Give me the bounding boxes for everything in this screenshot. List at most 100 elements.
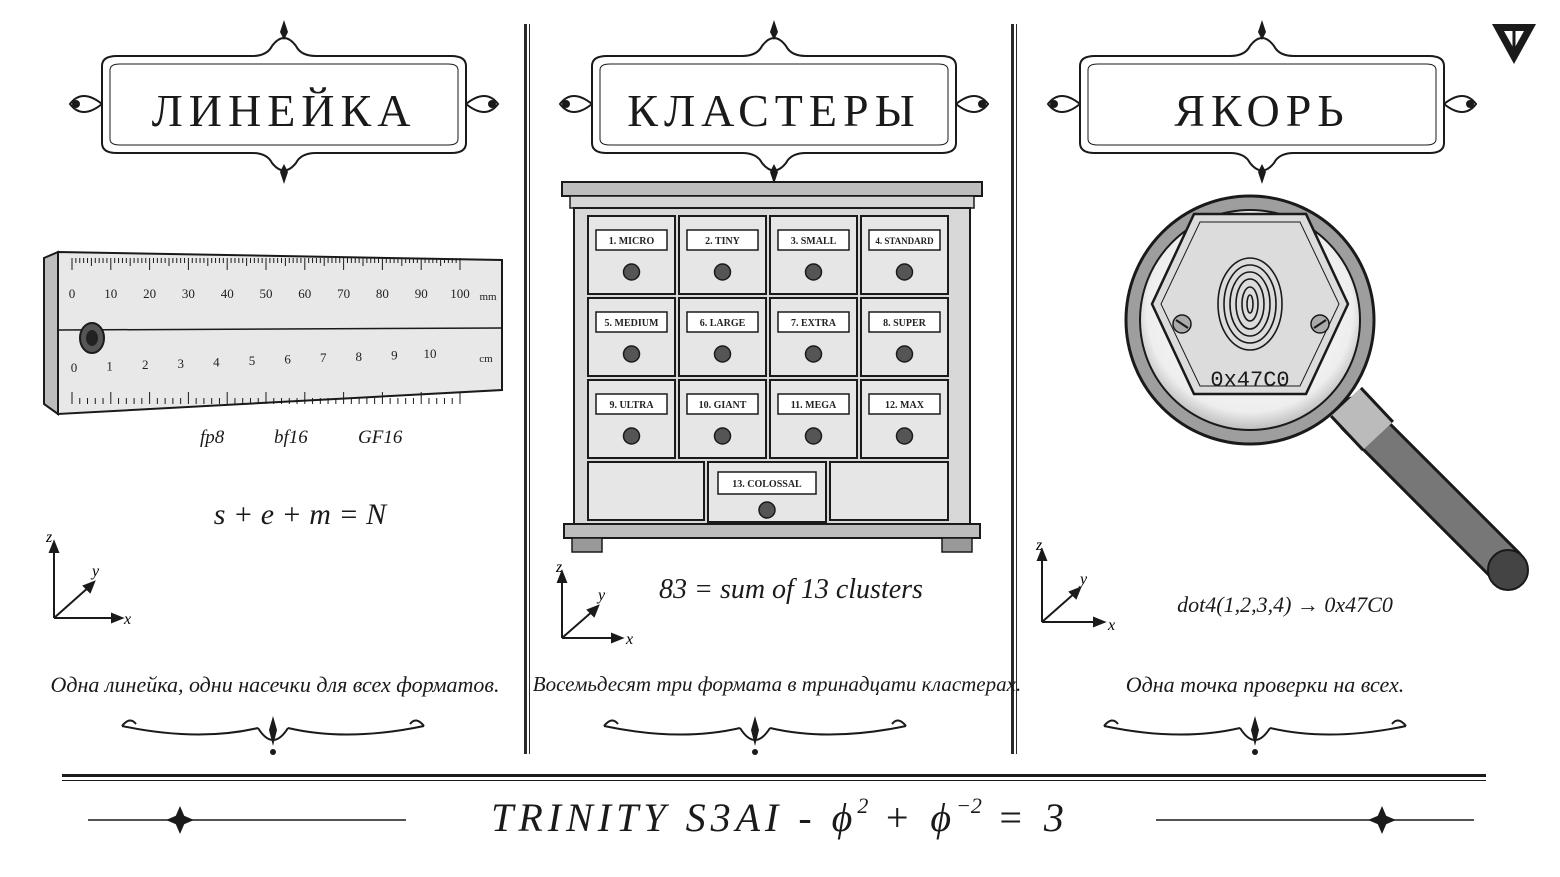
- title-frame-2: [558, 20, 990, 184]
- footer-plus: + ϕ: [868, 795, 957, 840]
- drawer-label-12: 12. MAX: [885, 400, 925, 411]
- drawer-12: 12. MAX: [860, 379, 949, 459]
- column-separator-2: [1011, 24, 1017, 754]
- axis-y-label-3: y: [1078, 571, 1088, 588]
- drawer-knob: [622, 263, 641, 281]
- footer-formula: TRINITY S3AI - ϕ2 + ϕ−2 = 3: [0, 793, 1560, 841]
- ruler-cm-unit: cm: [479, 353, 493, 365]
- ruler-cm-label: 7: [320, 350, 327, 365]
- drawer-knob: [622, 345, 641, 363]
- drawer-knob: [895, 263, 914, 281]
- footer-exp2: −2: [956, 793, 982, 818]
- format-label-bf16: bf16: [274, 427, 308, 448]
- panel-title-clusters: КЛАСТЕРЫ: [627, 85, 921, 136]
- ruler-cm-label: 0: [71, 360, 78, 375]
- drawer-label-11: 11. MEGA: [791, 400, 837, 411]
- axis-x-label-2: x: [625, 631, 633, 648]
- magnifier-illustration: 0x47C0: [1124, 194, 1529, 591]
- drawer-label-3: 3. SMALL: [791, 236, 837, 247]
- ruler-cm-label: 10: [424, 346, 437, 361]
- axis-gizmo-1: z y x: [45, 530, 131, 628]
- formula-anchor: dot4(1,2,3,4) → 0x47C0: [1177, 592, 1393, 617]
- axis-x-label-3: x: [1107, 617, 1115, 634]
- drawer-10: 10. GIANT: [678, 379, 767, 459]
- ruler-cm-label: 9: [391, 347, 398, 362]
- ruler-cm-label: 5: [249, 353, 256, 368]
- footer-rule-top: [62, 774, 1486, 777]
- drawer-knob: [713, 263, 732, 281]
- ruler-cm-label: 8: [356, 349, 363, 364]
- footer-main: TRINITY S3AI - ϕ: [491, 795, 858, 840]
- ruler-cm-label: 3: [178, 356, 185, 371]
- drawer-9: 9. ULTRA: [587, 379, 676, 459]
- axis-gizmo-2: z y x: [555, 560, 633, 648]
- flourish-2: [603, 716, 907, 755]
- plate-value: 0x47C0: [1210, 368, 1289, 393]
- column-separator-1: [524, 24, 530, 754]
- ruler-mm-label: 20: [143, 286, 156, 301]
- panel-title-anchor: ЯКОРЬ: [1174, 85, 1350, 136]
- drawer-label-2: 2. TINY: [705, 236, 741, 247]
- footer-ornament-left: [88, 806, 406, 834]
- format-label-gf16: GF16: [358, 427, 403, 448]
- axis-y-label-2: y: [596, 587, 606, 604]
- drawer-knob: [713, 345, 732, 363]
- caption-clusters: Восемьдесят три формата в тринадцати кла…: [532, 672, 1022, 696]
- drawer-knob: [804, 263, 823, 281]
- drawer-label-1: 1. MICRO: [609, 236, 655, 247]
- ruler-cm-label: 6: [284, 352, 291, 367]
- ruler-illustration: 0 10 20 30 40 50 60 70 80 90 100 0 1 2 3 4 5 6 7 8 9 10 mm c…: [43, 250, 503, 416]
- drawer-4: 4. STANDARD: [860, 215, 949, 295]
- ruler-mm-label: 50: [260, 286, 273, 301]
- axis-z-label-3: z: [1035, 538, 1043, 554]
- axis-z-label-2: z: [555, 560, 563, 576]
- format-label-fp8: fp8: [200, 427, 225, 448]
- ruler-mm-label: 100: [450, 286, 470, 301]
- ruler-cm-label: 4: [213, 354, 220, 369]
- drawer-5: 5. MEDIUM: [587, 297, 676, 377]
- drawer-knob: [804, 345, 823, 363]
- ruler-mm-unit: mm: [479, 291, 497, 303]
- axis-z-label: z: [45, 530, 53, 546]
- drawer-label-6: 6. LARGE: [700, 318, 746, 329]
- fingerprint-icon: [1217, 257, 1283, 351]
- footer-ornament-right: [1156, 806, 1474, 834]
- drawer-label-10: 10. GIANT: [699, 400, 747, 411]
- ruler-mm-label: 30: [182, 286, 195, 301]
- drawer-6: 6. LARGE: [678, 297, 767, 377]
- drawer-knob: [804, 427, 823, 445]
- ruler-mm-label: 10: [104, 286, 117, 301]
- drawer-label-8: 8. SUPER: [883, 318, 927, 329]
- triangle-logo-icon: [1492, 24, 1536, 64]
- drawer-label-9: 9. ULTRA: [609, 400, 654, 411]
- ruler-cm-label: 2: [142, 357, 149, 372]
- panel-title-ruler: ЛИНЕЙКА: [151, 85, 417, 136]
- caption-ruler: Одна линейка, одни насечки для всех форм…: [50, 672, 500, 697]
- title-frame-3: [1046, 20, 1478, 184]
- ruler-mm-label: 90: [415, 286, 428, 301]
- drawer-11: 11. MEGA: [769, 379, 858, 459]
- ruler-cm-label: 1: [106, 359, 113, 374]
- cabinet-illustration: 1. MICRO 2. TINY 3. SMALL 4. STANDARD 5. MED…: [561, 181, 983, 553]
- drawer-3: 3. SMALL: [769, 215, 858, 295]
- ruler-mm-label: 60: [298, 286, 311, 301]
- ruler-mm-label: 40: [221, 286, 234, 301]
- caption-anchor: Одна точка проверки на всех.: [1125, 672, 1405, 697]
- ruler-mm-label: 70: [337, 286, 350, 301]
- drawer-label-13: 13. COLOSSAL: [732, 479, 802, 490]
- drawer-label-5: 5. MEDIUM: [605, 318, 659, 329]
- drawer-2: 2. TINY: [678, 215, 767, 295]
- ruler-mm-label: 80: [376, 286, 389, 301]
- formula-ruler: s + e + m = N: [213, 498, 387, 531]
- flourish-3: [1103, 716, 1407, 755]
- drawer-7: 7. EXTRA: [769, 297, 858, 377]
- ruler-mm-label: 0: [69, 286, 76, 301]
- drawer-8: 8. SUPER: [860, 297, 949, 377]
- formula-clusters: 83 = sum of 13 clusters: [659, 574, 923, 605]
- drawer-label-7: 7. EXTRA: [791, 318, 837, 329]
- drawer-label-4: 4. STANDARD: [875, 236, 934, 246]
- footer-eq: = 3: [981, 795, 1069, 840]
- drawer-knob: [713, 427, 732, 445]
- drawer-knob: [622, 427, 641, 445]
- footer-exp1: 2: [857, 793, 869, 818]
